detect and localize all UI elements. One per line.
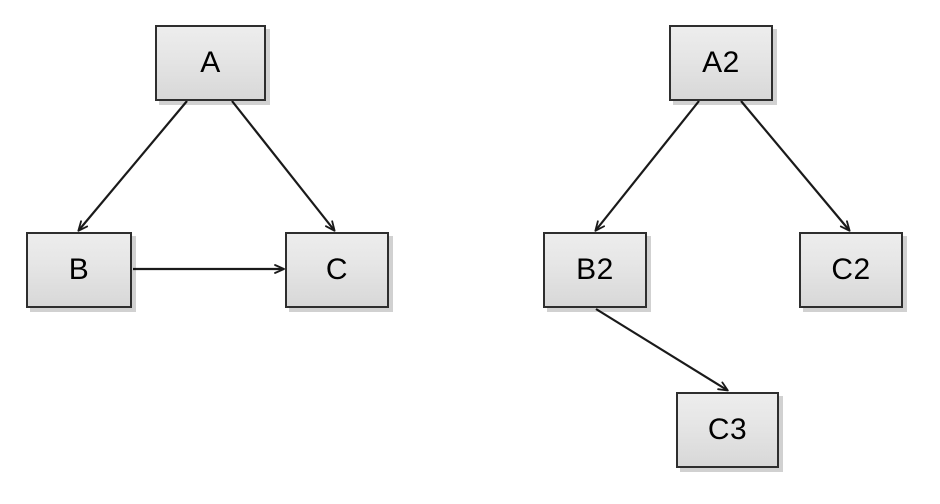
node-label-b2: B2 [576,253,614,286]
node-label-a: A [200,46,221,79]
node-a2[interactable]: A2 [669,25,773,101]
edge-a2-to-c2 [740,100,851,232]
node-label-c3: C3 [707,413,748,446]
node-label-c2: C2 [831,253,871,286]
node-label-b: B [68,253,90,286]
node-label-c: C [325,253,349,286]
node-a[interactable]: A [155,25,266,101]
node-b2[interactable]: B2 [543,232,647,308]
edge-a-to-b [77,100,188,232]
edge-group [77,100,851,392]
node-b[interactable]: B [26,232,132,308]
node-c2[interactable]: C2 [799,232,903,308]
node-label-a2: A2 [702,46,740,79]
node-c[interactable]: C [285,232,389,308]
edge-a-to-c [231,100,336,232]
edge-a2-to-b2 [594,100,700,232]
node-c3[interactable]: C3 [676,392,779,468]
edge-b2-to-c3 [595,308,729,392]
